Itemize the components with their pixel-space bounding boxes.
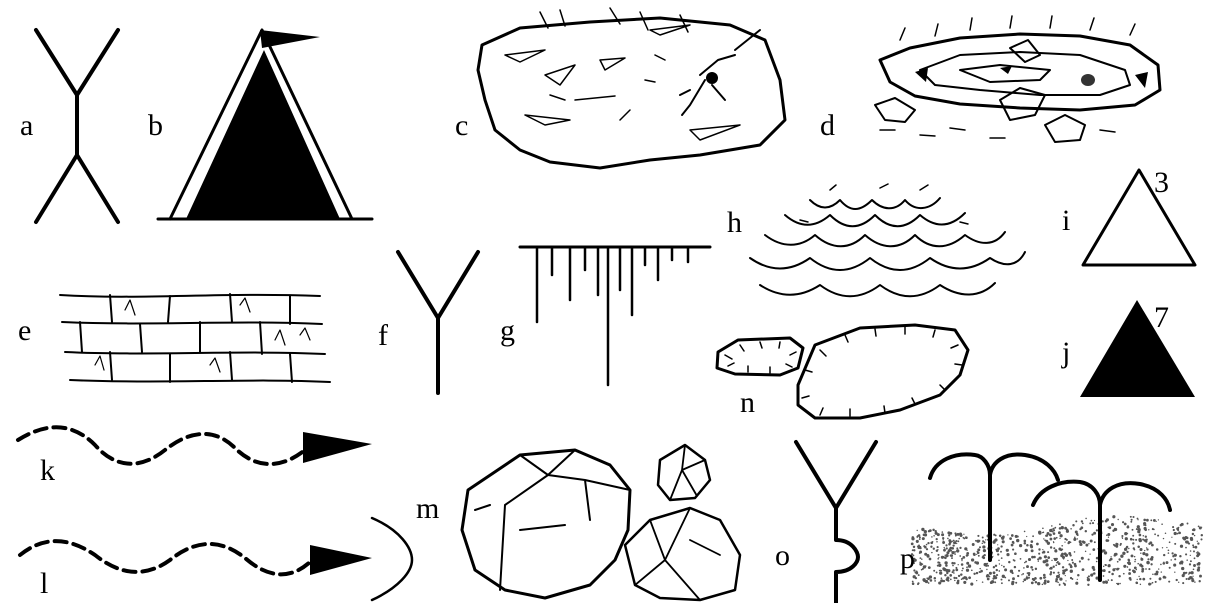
label-g: g bbox=[500, 314, 515, 347]
symbol-l-dashed-arrow-arc: l bbox=[20, 518, 412, 600]
symbol-m-boulders: m bbox=[416, 445, 740, 600]
label-j: j bbox=[1061, 336, 1070, 369]
symbol-a-double-fork: a bbox=[20, 30, 118, 222]
symbol-b-entrance: b bbox=[148, 30, 372, 219]
label-b: b bbox=[148, 109, 163, 142]
label-a: a bbox=[20, 109, 33, 142]
label-f: f bbox=[378, 319, 388, 352]
number-j: 7 bbox=[1154, 301, 1169, 334]
label-k: k bbox=[40, 454, 55, 487]
label-n: n bbox=[740, 386, 755, 419]
symbol-h-rimstone: h bbox=[727, 184, 1025, 296]
number-i: 3 bbox=[1154, 166, 1169, 199]
symbol-n-pockets: n bbox=[717, 325, 968, 419]
label-m: m bbox=[416, 492, 439, 525]
sediment-stipple bbox=[911, 515, 1203, 586]
label-o: o bbox=[775, 539, 790, 572]
symbol-i-open-triangle: i 3 bbox=[1062, 166, 1195, 265]
label-i: i bbox=[1062, 204, 1070, 237]
symbol-d-boulder-chamber: d bbox=[820, 16, 1160, 142]
symbol-e-block-band: e bbox=[18, 294, 330, 382]
label-c: c bbox=[455, 109, 468, 142]
symbol-f-single-fork: f bbox=[378, 252, 478, 393]
label-e: e bbox=[18, 314, 31, 347]
label-h: h bbox=[727, 206, 742, 239]
symbol-g-stalactites: g bbox=[500, 247, 710, 385]
label-d: d bbox=[820, 109, 835, 142]
label-p: p bbox=[900, 542, 915, 575]
symbol-k-dashed-arrow: k bbox=[18, 427, 372, 487]
symbol-o-fork-bump: o bbox=[775, 442, 876, 603]
symbol-p-arches-sediment: p bbox=[900, 454, 1203, 586]
label-l: l bbox=[40, 567, 48, 600]
symbol-c-fossil-slab: c bbox=[455, 8, 785, 168]
symbol-j-filled-triangle: j 7 bbox=[1061, 300, 1195, 397]
